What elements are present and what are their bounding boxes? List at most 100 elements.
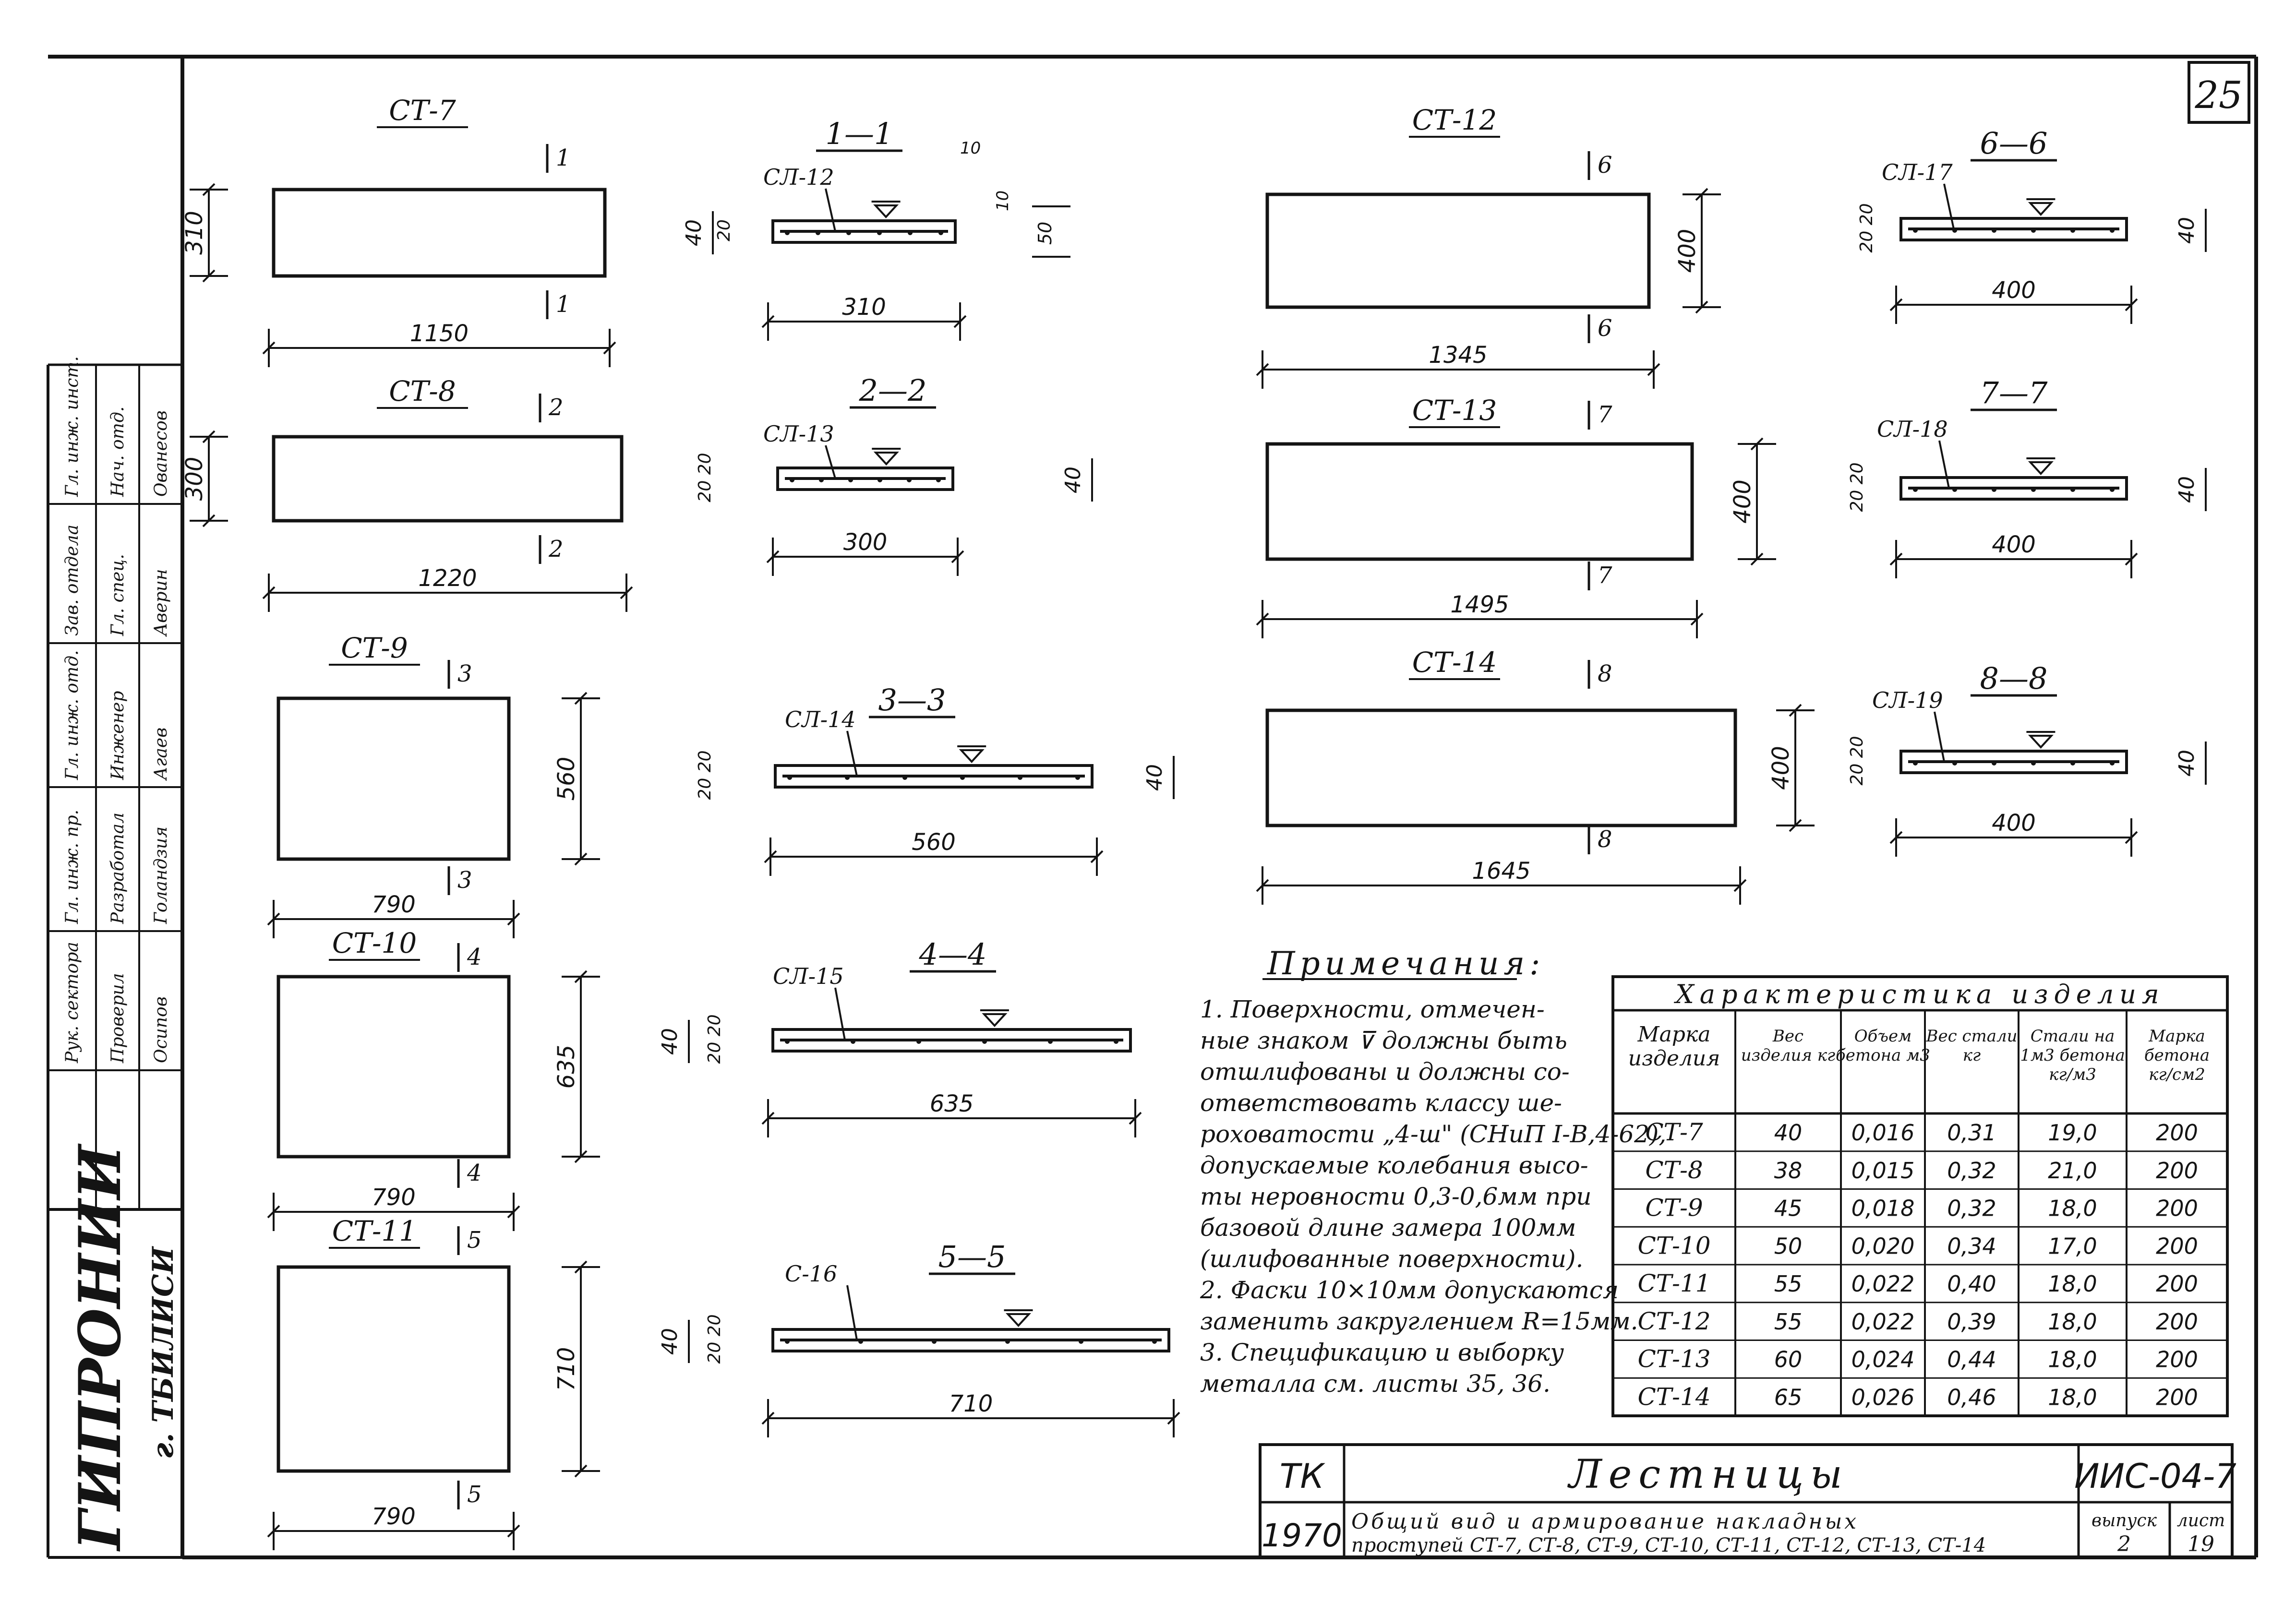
dimension-tick — [953, 315, 967, 328]
dimension-tick — [267, 1524, 280, 1538]
rebar-dot — [1005, 1339, 1010, 1344]
table-cell: 0,31 — [1947, 1120, 1996, 1146]
notes-block: Примечания: 1. Поверхности, отмечен-ные … — [1200, 945, 1666, 1398]
sidebar-cell: Гл. инж. отд. — [62, 650, 82, 780]
stair-outline — [276, 1265, 511, 1473]
section-title: 5—5 — [938, 1239, 1006, 1274]
rebar-dot — [2070, 487, 2075, 492]
section-marker-label: 6 — [1598, 315, 1612, 342]
notes-line: заменить закруглением R=15мм. — [1200, 1307, 1638, 1335]
stair-width-dimension: 1345 — [1429, 342, 1487, 369]
table-cell: 200 — [2156, 1347, 2198, 1373]
dimension-tick — [574, 970, 588, 983]
rebar-dot — [1913, 487, 1918, 492]
rebar-dot — [851, 1039, 855, 1044]
rebar-dot — [1992, 761, 1996, 766]
stair-width-dimension: 790 — [372, 1184, 416, 1211]
rebar-dot — [1913, 228, 1918, 233]
dimension-tick — [761, 1112, 775, 1125]
ground-surface-icon — [959, 749, 985, 763]
stair-width-dimension: 1495 — [1450, 591, 1509, 618]
table-cell: 0,39 — [1947, 1309, 1996, 1335]
dimension-tick — [262, 341, 276, 355]
dimension-tick — [2125, 831, 2138, 844]
table-cell: 0,34 — [1947, 1233, 1996, 1259]
sidebar-cell: Зав. отдела — [62, 525, 82, 636]
mesh-label: СЛ-13 — [763, 421, 834, 447]
rebar-dot — [878, 478, 882, 482]
rebar-dot — [2110, 761, 2115, 766]
rebar-dot — [858, 1339, 863, 1344]
stair-outline — [272, 188, 607, 278]
dimension-tick — [202, 514, 216, 527]
table-cell: СТ-12 — [1637, 1307, 1710, 1335]
dimension-tick — [507, 1205, 520, 1219]
notes-line: отшлифованы и должны со- — [1200, 1058, 1570, 1086]
ground-surface-icon — [2028, 461, 2054, 475]
section-thickness: 40 — [2175, 217, 2199, 244]
rebar-dot — [1114, 1039, 1118, 1044]
stair-depth-dimension: 400 — [1767, 746, 1794, 790]
rebar-dot — [1075, 775, 1080, 780]
section-marker-label: 3 — [457, 660, 472, 687]
dimension-tick — [507, 912, 520, 926]
sidebar-cell: Гл. инж. инст. — [62, 356, 82, 497]
dimension-tick — [1889, 298, 1903, 311]
stair-depth-dimension: 300 — [181, 457, 208, 501]
notes-line: допускаемые колебания высо- — [1200, 1151, 1588, 1179]
dimension-tick — [761, 1412, 775, 1425]
section-marker-label: 8 — [1598, 826, 1612, 853]
drawing-title: Лестницы — [1567, 1452, 1849, 1497]
section-covers: 20 20 — [695, 453, 715, 502]
dimension-tick — [1695, 188, 1708, 201]
stair-width-dimension: 790 — [372, 1503, 416, 1530]
notes-heading: Примечания: — [1267, 945, 1545, 982]
stair-name: СТ-13 — [1412, 394, 1497, 427]
table-cell: 0,026 — [1851, 1384, 1915, 1410]
section-thickness: 40 — [1061, 467, 1085, 493]
section-marker-label: 3 — [457, 867, 472, 894]
table-cell: 0,015 — [1851, 1158, 1915, 1184]
stair-outline — [276, 696, 511, 861]
table-cell: 45 — [1774, 1196, 1803, 1221]
notes-lines: 1. Поверхности, отмечен-ные знаком ⊽ дол… — [1200, 995, 1666, 1398]
institute-city: г. ТБИЛИСИ — [146, 1245, 180, 1459]
dimension-tick — [603, 341, 616, 355]
section-marker-label: 6 — [1598, 152, 1612, 179]
table-cell: СТ-13 — [1637, 1345, 1710, 1373]
issue-value: 2 — [2117, 1532, 2131, 1556]
section-length-dimension: 400 — [1992, 531, 2036, 558]
section-thickness: 40 — [2175, 476, 2199, 503]
dimension-tick — [202, 430, 216, 443]
rebar-dot — [787, 775, 792, 780]
dimension-tick — [574, 852, 588, 866]
table-cell: 0,32 — [1947, 1158, 1996, 1184]
dimension-tick — [1256, 363, 1269, 376]
stair-name: СТ-9 — [341, 632, 408, 664]
dimension-tick — [574, 1260, 588, 1274]
institute-name: ГИПРОНИИ — [66, 1143, 134, 1552]
rebar-dot — [1152, 1339, 1157, 1344]
section-title: 3—3 — [878, 682, 946, 718]
rebar-dot — [2110, 487, 2115, 492]
rebar-dot — [1913, 761, 1918, 766]
rebar-dot — [2110, 228, 2115, 233]
dimension-tick — [766, 550, 780, 563]
notes-line: роховатости „4-ш" (СНиП I-В,4-62), — [1200, 1120, 1666, 1148]
section-marker-label: 4 — [467, 944, 482, 970]
rebar-dot — [902, 775, 907, 780]
table-cell: 0,022 — [1851, 1309, 1915, 1335]
rebar-dot — [1048, 1039, 1053, 1044]
dimension-tick — [1750, 437, 1764, 451]
rebar-dot — [938, 230, 943, 235]
rebar-dot — [1952, 228, 1957, 233]
dimension-tick — [1690, 612, 1704, 626]
